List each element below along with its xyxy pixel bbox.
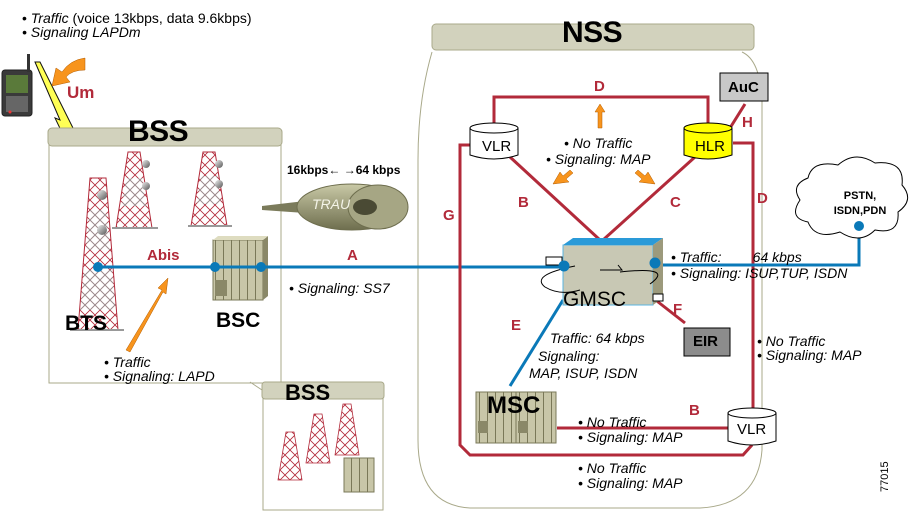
pstn-cloud-line2: ISDN,PDN (833, 205, 887, 217)
b-top-label: B (518, 194, 529, 211)
arrow-right-down-icon (634, 169, 656, 185)
b-bottom-label: B (689, 402, 700, 419)
bss-small-towers-icon (277, 403, 375, 493)
g-bottom-notraffic-note: • No Traffic (578, 460, 647, 476)
bss-small-title: BSS (285, 380, 331, 405)
bsc-rack-icon (212, 236, 268, 301)
h-interface-line (728, 103, 747, 129)
center-notraffic-note: • No Traffic (564, 135, 633, 151)
bts-tower-icon (70, 177, 124, 331)
d-interface-top-line (492, 95, 710, 128)
bts-tower-icon-3 (188, 151, 232, 227)
mobile-phone-icon (1, 54, 33, 117)
e-interface-line (508, 299, 565, 387)
b-bottom-notraffic-note: • No Traffic (578, 414, 647, 430)
h-label: H (742, 114, 753, 131)
e-protocols-note: MAP, ISUP, ISDN (529, 365, 638, 381)
c-label: C (670, 194, 681, 211)
hlr-label: HLR (695, 138, 726, 155)
pstn-signaling-note: • Signaling: ISUP,TUP, ISDN (671, 265, 848, 281)
gmsc-cube (540, 238, 664, 306)
gmsc-label: GMSC (563, 288, 626, 311)
abis-signaling-note: • Signaling: LAPD (104, 368, 215, 384)
b-interface-top-line (508, 155, 602, 242)
bss-main-title: BSS (128, 115, 189, 148)
vlr-top-label: VLR (482, 138, 512, 155)
abis-note-arrow (125, 277, 169, 353)
bsc-label: BSC (216, 309, 261, 332)
e-label: E (511, 317, 522, 334)
bts-tower-icon-2 (112, 151, 158, 229)
eir-box (683, 327, 731, 357)
msc-label: MSC (487, 392, 541, 419)
abis-traffic-note: • Traffic (104, 354, 151, 370)
trau-label: TRAU (312, 196, 351, 212)
auc-label: AuC (728, 79, 759, 96)
um-label: Um (67, 83, 95, 102)
bss-small-header (261, 381, 385, 400)
pstn-cloud-line1: PSTN, (843, 190, 877, 202)
msc-rack-icon (475, 391, 557, 444)
gmsc-pstn-traffic-line (655, 226, 861, 267)
bsc-port-in (210, 262, 220, 272)
bss-main-header (47, 127, 283, 147)
hlr-cylinder (683, 122, 733, 160)
d-right-label: D (757, 190, 768, 207)
bsc-port-out (256, 262, 266, 272)
g-bottom-signaling-note: • Signaling: MAP (578, 475, 683, 491)
pstn-traffic-note: • Traffic: 64 kbps (671, 249, 802, 265)
d-top-label: D (594, 78, 605, 95)
auc-box (719, 72, 769, 102)
um-signaling-note: • Signaling LAPDm (22, 24, 141, 40)
e-signaling-note: Signaling: (538, 348, 600, 364)
f-label: F (673, 301, 683, 318)
abis-label: Abis (147, 247, 180, 264)
um-arrow-icon (51, 57, 86, 87)
g-interface-line (458, 143, 754, 457)
bts-label: BTS (65, 312, 107, 335)
pstn-cloud (795, 156, 909, 239)
a-interface-label: A (347, 247, 358, 264)
a-signaling-note: • Signaling: SS7 (289, 280, 390, 296)
center-signaling-note: • Signaling: MAP (546, 151, 651, 167)
d-interface-right-line (733, 141, 755, 411)
vlr-top-cylinder (469, 122, 519, 160)
d-right-notraffic-note: • No Traffic (757, 333, 826, 349)
d-right-signaling-note: • Signaling: MAP (757, 347, 862, 363)
nss-title: NSS (562, 16, 623, 49)
b-bottom-signaling-note: • Signaling: MAP (578, 429, 683, 445)
f-interface-line (652, 296, 686, 325)
figure-id: 77015 (879, 461, 891, 492)
trau-rate-label: 16kbps← →64 kbps (287, 163, 401, 177)
switching-arrows-icon (540, 264, 659, 293)
e-traffic-note: Traffic: 64 kbps (550, 330, 645, 346)
g-label: G (443, 207, 455, 224)
vlr-bottom-label: VLR (737, 421, 767, 438)
bts-port (93, 262, 103, 272)
arrow-up-icon (594, 103, 606, 129)
eir-label: EIR (693, 333, 719, 350)
c-interface-line (601, 155, 697, 242)
arrow-left-down-icon (552, 169, 574, 185)
trau-icon (262, 183, 409, 231)
nss-header (431, 23, 755, 51)
vlr-bottom-cylinder (727, 407, 777, 446)
um-traffic-note: • Traffic (voice 13kbps, data 9.6kbps) (22, 10, 252, 26)
